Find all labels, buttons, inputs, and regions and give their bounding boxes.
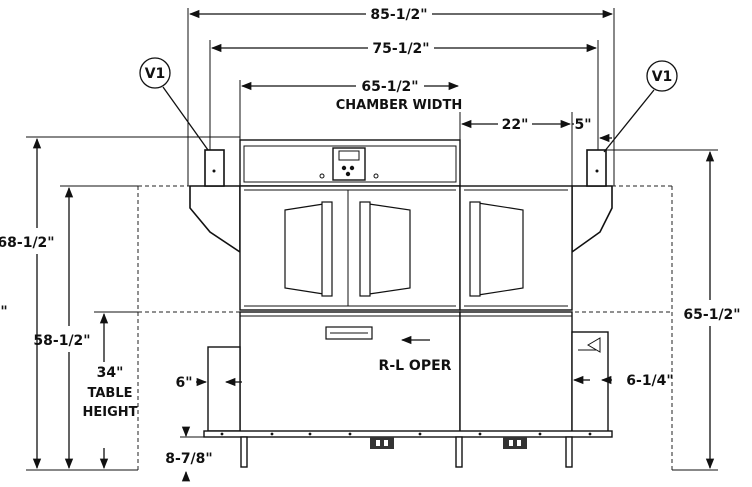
dim-section-22: 22": [502, 117, 529, 133]
dim-table-height-value: 34": [97, 365, 124, 381]
dim-table-height-label-2: HEIGHT: [82, 405, 137, 420]
door-right: [477, 202, 524, 296]
operation-label: R-L OPER: [379, 358, 452, 374]
top-dimensions: 85-1/2" 75-1/2" 65-1/2" CHAMBER WIDTH 22…: [187, 7, 615, 186]
v1-callout-left: V1: [139, 57, 209, 151]
right-side-tank: [571, 331, 609, 433]
v1-callout-right: V1: [603, 60, 678, 153]
dim-clipped-mark: ": [0, 304, 7, 320]
drain-left: [370, 437, 394, 449]
left-dimensions: 68-1/2" 58-1/2" 34" TABLE HEIGHT ": [0, 136, 240, 471]
svg-text:V1: V1: [652, 69, 673, 85]
dim-height-68: 68-1/2": [0, 235, 55, 251]
lower-cabinet-right: [459, 311, 573, 435]
left-side-tank: [207, 346, 241, 432]
dim-table-height-label-1: TABLE: [88, 386, 133, 401]
dim-left-6: 6": [175, 375, 192, 391]
svg-text:V1: V1: [145, 66, 166, 82]
dim-width-75: 75-1/2": [372, 41, 429, 57]
right-dimensions: 65-1/2": [606, 149, 741, 471]
table-outline-dashed: [137, 185, 673, 470]
left-vent-stack: [204, 149, 225, 187]
left-chamber-upper: [239, 185, 461, 311]
dim-chamber-width-label: CHAMBER WIDTH: [336, 98, 462, 113]
left-hood-wing: [189, 185, 241, 254]
dishwasher-machine: [189, 139, 613, 468]
dim-right-6: 6-1/4": [626, 373, 673, 389]
dim-chamber-width: 65-1/2": [361, 79, 418, 95]
legs: [240, 436, 573, 468]
dim-height-65: 65-1/2": [683, 307, 740, 323]
dim-offset-5: 5": [574, 117, 591, 133]
operation-indicator: R-L OPER: [379, 335, 452, 374]
dim-leg-height: 8-7/8": [165, 451, 212, 467]
base-rail: [203, 430, 613, 438]
right-hood-wing: [571, 185, 613, 254]
drain-right: [503, 437, 527, 449]
control-panel: [332, 147, 366, 181]
side-offset-dimensions: 6" 6-1/4" 8-7/8": [165, 373, 674, 482]
dim-height-58: 58-1/2": [33, 333, 90, 349]
right-vent-stack: [586, 149, 607, 187]
dim-overall-width: 85-1/2": [370, 7, 427, 23]
